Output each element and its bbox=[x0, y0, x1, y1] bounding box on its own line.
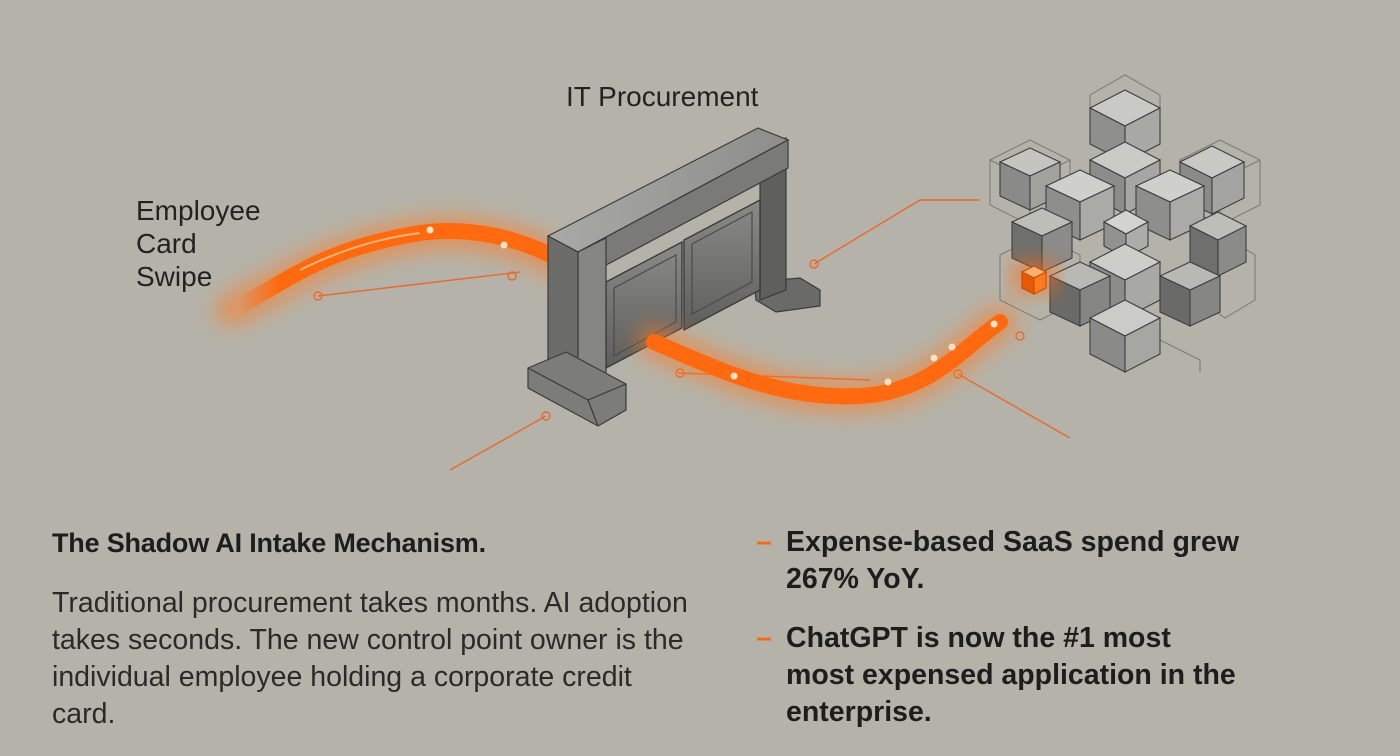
bullet-text: ChatGPT is now the #1 most most expensed… bbox=[786, 622, 1236, 728]
flow-node bbox=[930, 354, 938, 362]
flow-node bbox=[948, 343, 956, 351]
cube bbox=[1010, 207, 1074, 273]
connector-line bbox=[317, 271, 521, 297]
connector-line bbox=[449, 415, 547, 471]
flow-node bbox=[426, 226, 434, 234]
bullet-dash-icon: – bbox=[756, 622, 772, 654]
cube bbox=[1088, 299, 1162, 373]
flow-path-front bbox=[637, 305, 1017, 414]
flow-node bbox=[500, 241, 508, 249]
connector-dot bbox=[541, 411, 551, 421]
bullet-dash-icon: – bbox=[756, 526, 772, 558]
section-heading: The Shadow AI Intake Mechanism. bbox=[52, 528, 486, 558]
flow-node bbox=[884, 378, 892, 386]
connector-dot bbox=[809, 259, 819, 269]
cube bbox=[1188, 211, 1248, 277]
connector-dot bbox=[507, 271, 517, 281]
bullet-text: Expense-based SaaS spend grew 267% YoY. bbox=[786, 526, 1240, 595]
orange-entry-cube bbox=[1012, 262, 1056, 295]
connector-line bbox=[813, 199, 980, 265]
connector-dot bbox=[313, 291, 323, 301]
employee-card-swipe-label: Employee Card Swipe bbox=[136, 195, 261, 292]
stat-bullet: –Expense-based SaaS spend grew 267% YoY. bbox=[756, 524, 1376, 598]
cube-cluster-icon bbox=[989, 74, 1261, 373]
gate-icon bbox=[527, 127, 821, 427]
body-paragraph: Traditional procurement takes months. AI… bbox=[52, 587, 688, 730]
flow-node bbox=[730, 372, 738, 380]
cube bbox=[1158, 261, 1222, 327]
it-procurement-label: IT Procurement bbox=[566, 81, 759, 112]
connector-line bbox=[957, 373, 1071, 439]
connector-dot bbox=[1015, 331, 1025, 341]
stat-bullet: –ChatGPT is now the #1 most most expense… bbox=[756, 620, 1376, 731]
flow-node bbox=[990, 320, 998, 328]
diagram bbox=[215, 74, 1261, 471]
flow-path-segment bbox=[646, 314, 1008, 405]
flow-path-back bbox=[215, 216, 577, 327]
